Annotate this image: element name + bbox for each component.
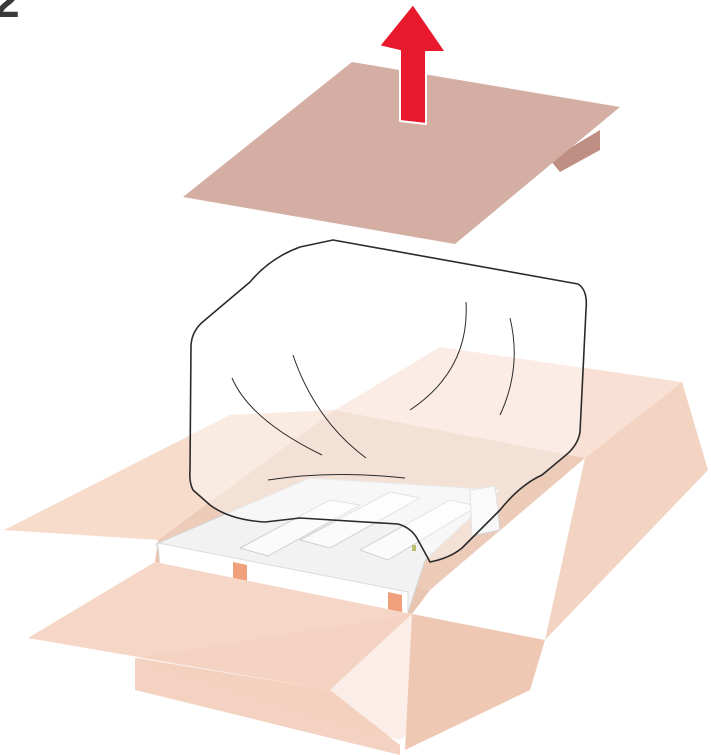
tray-lever-detail	[412, 545, 416, 551]
shipping-box-front	[28, 562, 545, 755]
plastic-bag	[190, 240, 587, 562]
box-right-wall	[405, 614, 545, 750]
bag-fill	[190, 240, 587, 562]
